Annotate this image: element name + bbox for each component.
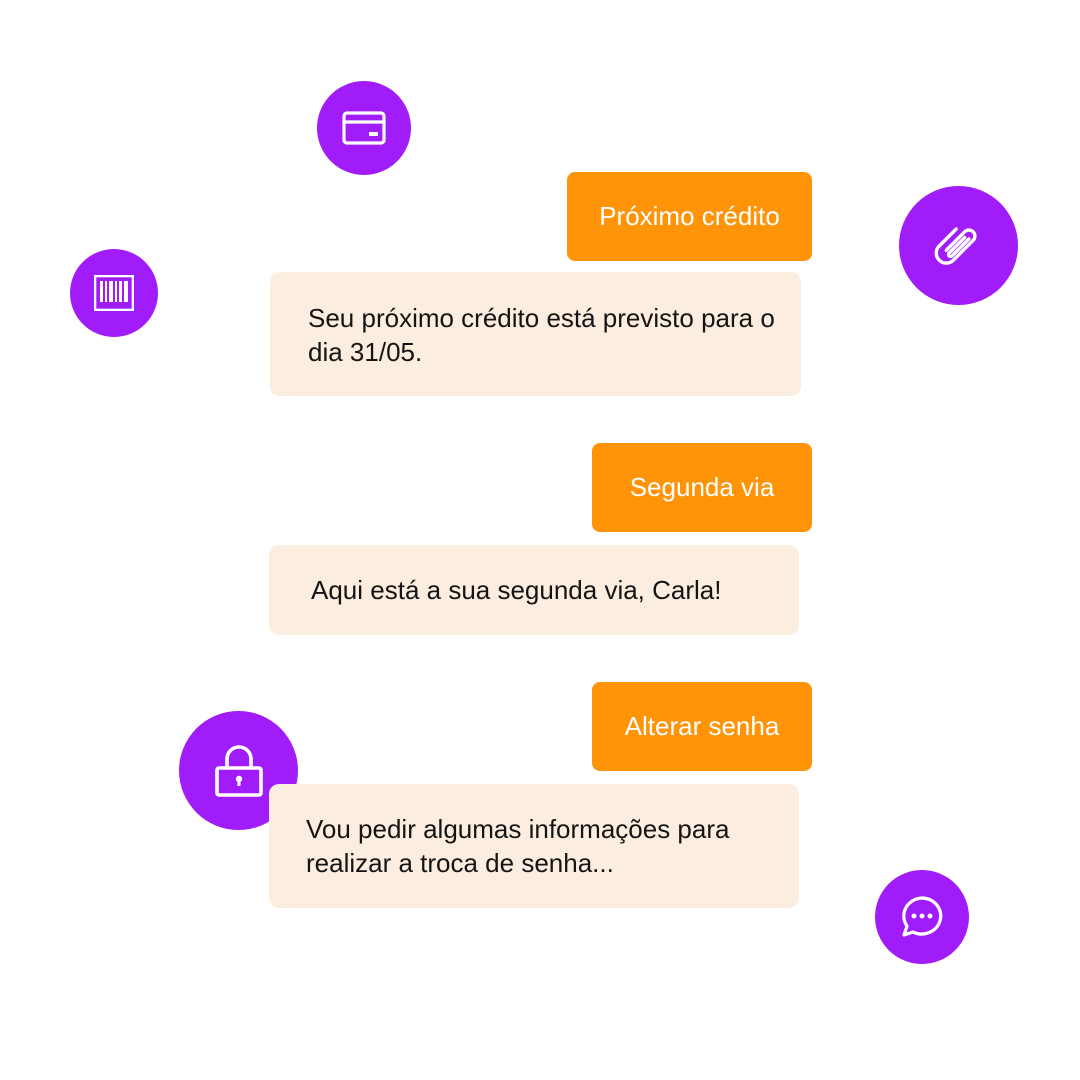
user-message-proximo-credito[interactable]: Próximo crédito	[567, 172, 812, 261]
user-message-text: Segunda via	[629, 472, 775, 502]
lock-icon	[214, 744, 263, 797]
barcode-icon	[94, 275, 134, 311]
credit-card-icon-badge	[317, 81, 411, 175]
bot-message-password-change: Vou pedir algumas informações para reali…	[269, 784, 799, 908]
bot-message-second-copy: Aqui está a sua segunda via, Carla!	[269, 545, 799, 635]
user-message-text: Próximo crédito	[599, 201, 780, 231]
user-message-text: Alterar senha	[624, 711, 780, 741]
credit-card-icon	[342, 111, 386, 145]
user-message-segunda-via[interactable]: Segunda via	[592, 443, 812, 532]
barcode-icon-badge	[70, 249, 158, 337]
chat-bubble-icon	[902, 896, 943, 937]
bot-message-text: Aqui está a sua segunda via, Carla!	[311, 575, 722, 605]
bot-message-text: Seu próximo crédito está previsto para o…	[308, 303, 775, 367]
bot-message-text: Vou pedir algumas informações para reali…	[306, 814, 730, 878]
paperclip-icon	[934, 226, 977, 265]
bot-message-credit-date: Seu próximo crédito está previsto para o…	[270, 272, 801, 396]
user-message-alterar-senha[interactable]: Alterar senha	[592, 682, 812, 771]
chat-bubble-icon-badge	[875, 870, 969, 964]
paperclip-icon-badge	[899, 186, 1018, 305]
